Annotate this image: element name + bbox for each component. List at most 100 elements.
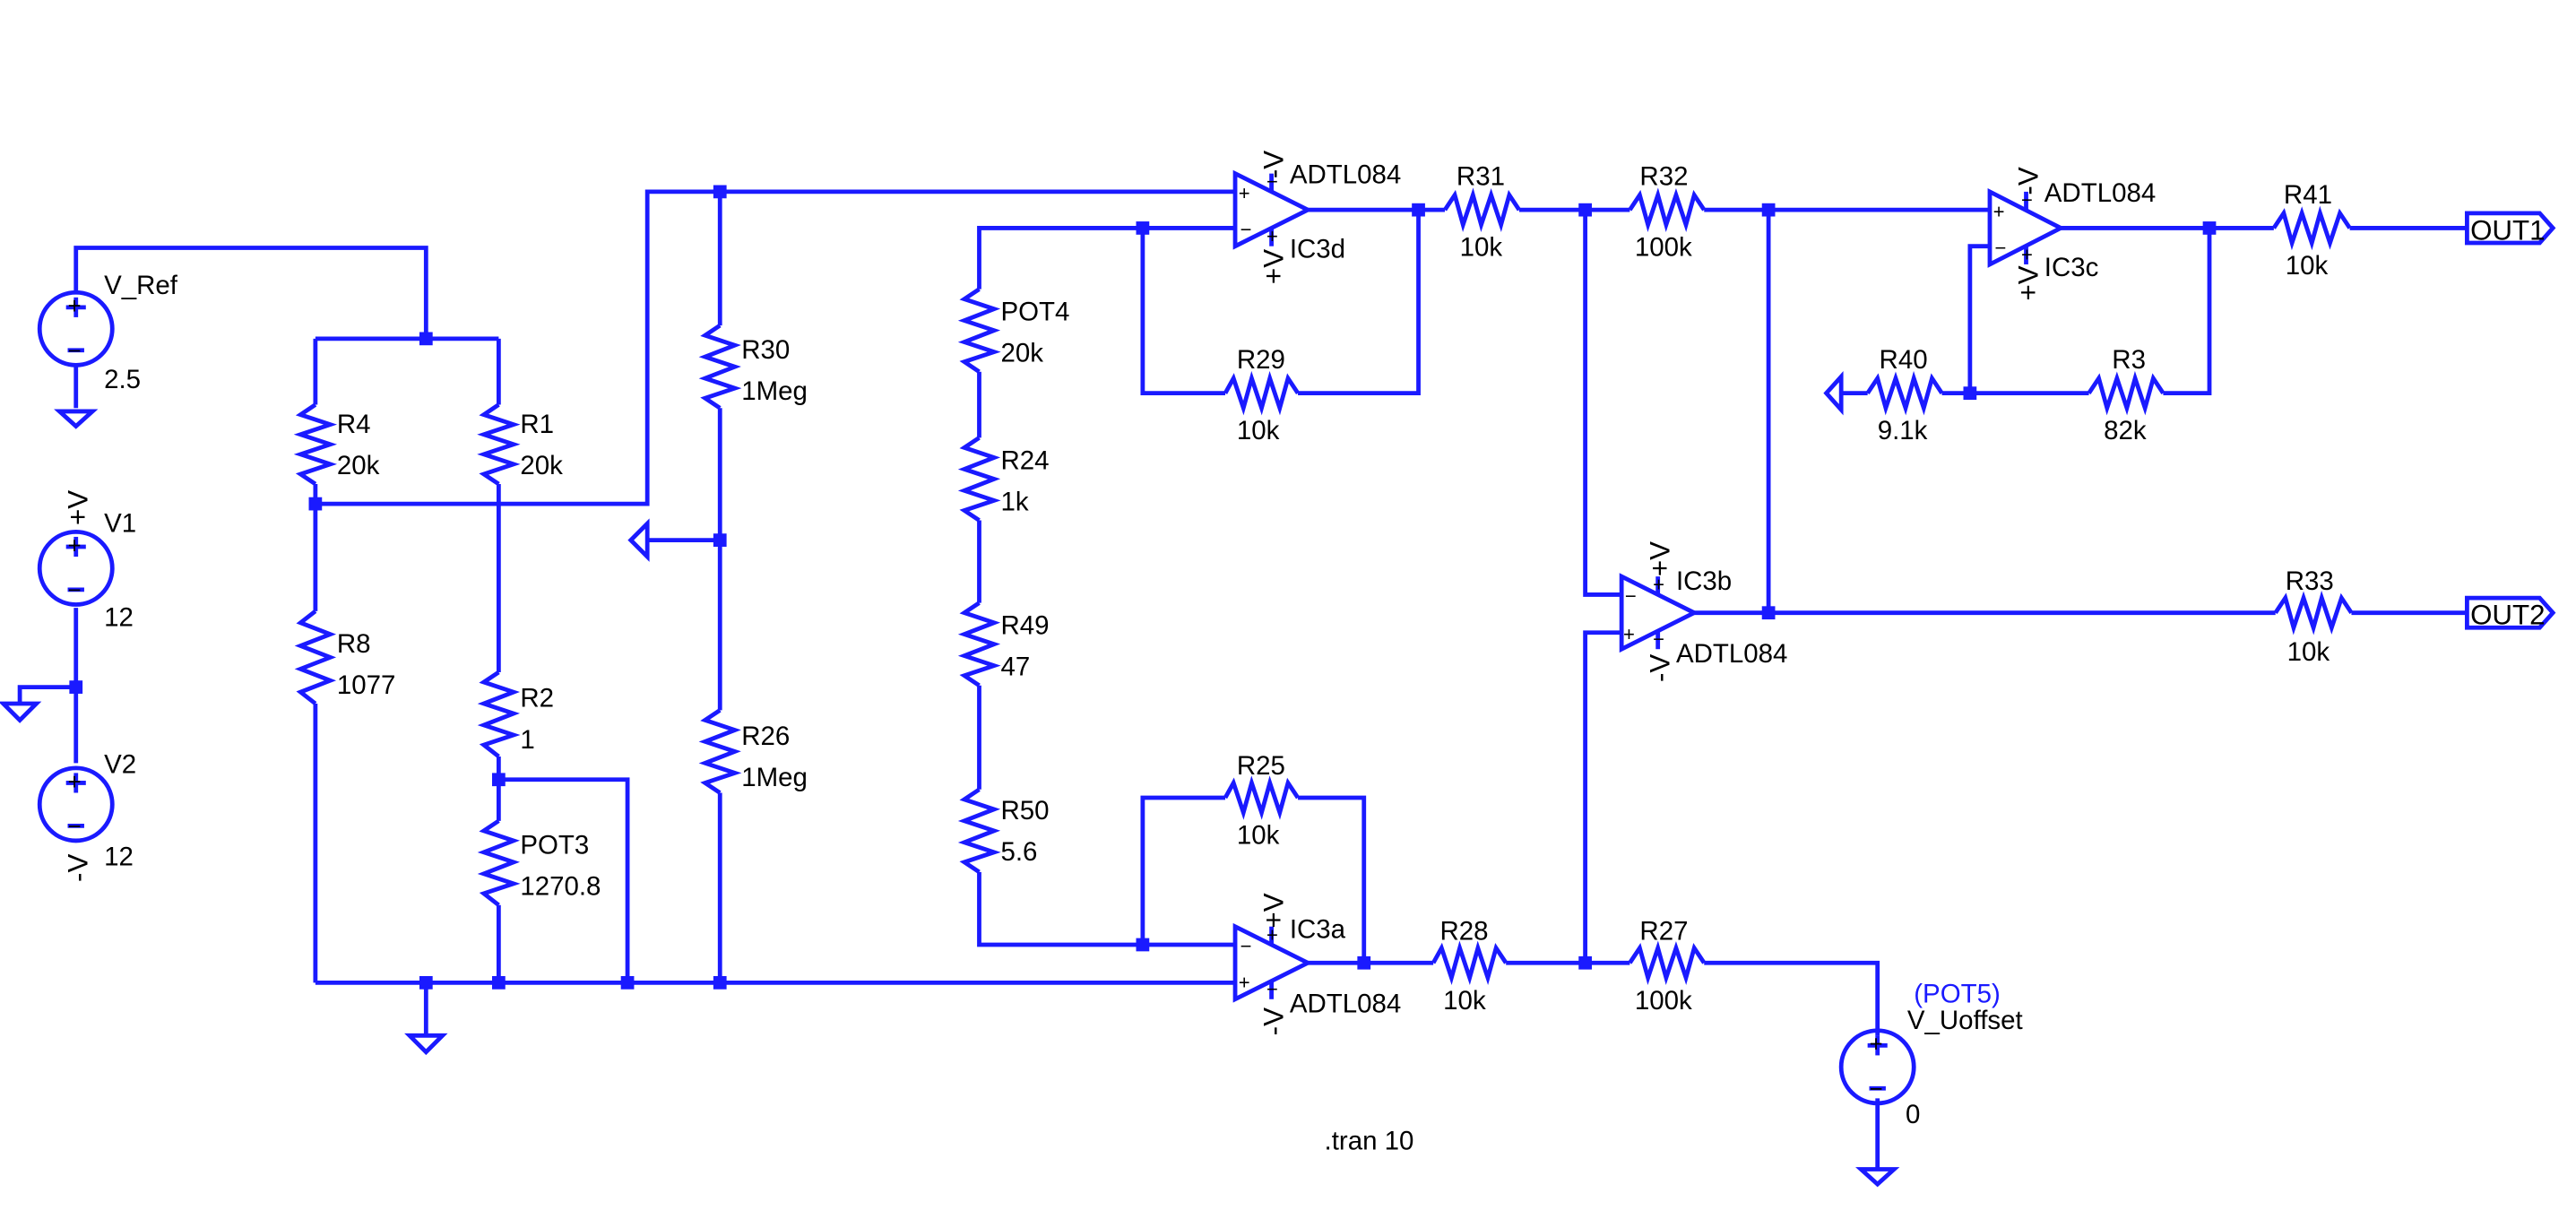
resistor-icon — [2273, 590, 2354, 635]
voltage-source-icon — [37, 765, 115, 843]
resistor-value: 10k — [2286, 251, 2329, 281]
resistor-name: R24 — [1000, 445, 1049, 475]
source-name: V_Uoffset — [1907, 1006, 2023, 1035]
source-value: 2.5 — [104, 365, 141, 394]
svg-text:+: + — [1239, 182, 1250, 204]
supply-label: +V — [63, 490, 94, 525]
svg-text:−: − — [1869, 1076, 1882, 1102]
svg-text:+: + — [1266, 225, 1278, 247]
svg-text:−: − — [1266, 978, 1278, 1000]
svg-text:−: − — [68, 815, 82, 840]
resistor-name: R4 — [337, 410, 371, 439]
source-v1 — [37, 530, 115, 607]
resistor-name: R41 — [2284, 180, 2332, 210]
supply-label: +V — [1258, 249, 1289, 284]
pin-markings: + − + − + − + − + − − + − + + − − + + − … — [63, 151, 2044, 1102]
resistor-icon — [477, 402, 521, 486]
svg-text:−: − — [1240, 935, 1252, 957]
svg-text:+: + — [1266, 923, 1278, 946]
supply-label: +V — [2012, 265, 2044, 300]
resistor-value: 10k — [1443, 986, 1486, 1016]
supply-label: -V — [1645, 654, 1676, 682]
resistor-name: R8 — [337, 629, 371, 659]
resistor-value: 20k — [520, 451, 563, 480]
ground-icon — [404, 1033, 448, 1056]
opamp-name: IC3c — [2044, 253, 2099, 282]
svg-text:−: − — [1625, 585, 1637, 608]
supply-label: -V — [1258, 1007, 1289, 1035]
supply-label: +V — [1258, 893, 1289, 928]
voltage-source-icon — [37, 530, 115, 607]
output-label: OUT1 — [2470, 214, 2545, 246]
svg-text:+: + — [68, 770, 82, 795]
svg-text:+: + — [68, 294, 82, 319]
resistor-icon — [957, 287, 1001, 374]
source-name: V2 — [104, 749, 136, 779]
wires — [17, 189, 2468, 1170]
resistor-value: 1270.8 — [520, 872, 601, 902]
ground-icon — [627, 518, 650, 562]
opamp-symbols — [1232, 169, 2066, 1003]
resistor-name: R25 — [1237, 751, 1285, 781]
ground-icon — [1823, 370, 1844, 416]
resistor-name: R29 — [1237, 345, 1285, 375]
resistor-icon — [957, 601, 1001, 687]
resistor-value: 1 — [520, 725, 534, 755]
voltage-sources — [37, 290, 1916, 1106]
source-v-uoffset — [1838, 1028, 1916, 1106]
resistor-value: 10k — [2287, 637, 2330, 667]
resistor-name: POT3 — [520, 831, 589, 860]
resistor-value: 10k — [1460, 233, 1503, 263]
ground-symbols — [0, 370, 1900, 1188]
output-label: OUT2 — [2470, 600, 2545, 631]
svg-text:+: + — [1869, 1033, 1882, 1058]
resistor-value: 1k — [1000, 487, 1028, 516]
ground-icon — [54, 409, 99, 429]
svg-text:+: + — [1623, 623, 1635, 645]
source-value: 12 — [104, 602, 134, 632]
resistor-icon — [294, 609, 337, 705]
voltage-source-icon — [1838, 1028, 1916, 1106]
output-port-icon — [2465, 211, 2556, 246]
svg-text:−: − — [2021, 188, 2033, 211]
resistor-name: R28 — [1439, 916, 1488, 946]
resistor-icon — [1223, 370, 1301, 416]
resistor-icon — [2087, 370, 2165, 416]
resistor-icon — [477, 670, 521, 758]
resistor-value: 9.1k — [1878, 416, 1928, 445]
svg-text:−: − — [1995, 237, 2007, 259]
svg-text:−: − — [68, 339, 82, 364]
resistor-value: 5.6 — [1000, 837, 1037, 867]
opamp-name: IC3d — [1290, 235, 1345, 264]
resistor-name: R50 — [1000, 796, 1049, 826]
source-name: V_Ref — [104, 271, 178, 300]
opamp-name: IC3b — [1676, 566, 1732, 596]
resistor-icon — [1628, 187, 1707, 232]
opamp-model: ADTL084 — [1676, 639, 1788, 669]
resistor-icon — [1628, 940, 1707, 986]
resistor-name: R26 — [741, 722, 790, 751]
resistor-name: R1 — [520, 410, 554, 439]
opamp-name: IC3a — [1290, 915, 1346, 945]
resistor-value: 20k — [1000, 339, 1043, 368]
resistor-value: 100k — [1635, 986, 1692, 1016]
resistor-value: 1077 — [337, 670, 396, 700]
source-name: V1 — [104, 508, 136, 538]
component-labels: V_Ref 2.5 V1 12 V2 12 (POT5) V_Uoffset 0… — [104, 160, 2545, 1156]
svg-text:−: − — [1240, 219, 1252, 241]
resistor-icon — [698, 708, 742, 795]
svg-text:−: − — [1653, 628, 1664, 651]
resistor-value: 10k — [1237, 416, 1280, 445]
resistor-name: R31 — [1457, 162, 1505, 192]
resistor-value: 82k — [2104, 416, 2147, 445]
supply-label: -V — [1258, 151, 1289, 178]
source-v-ref — [37, 290, 115, 367]
svg-text:+: + — [1239, 972, 1250, 994]
svg-text:+: + — [1653, 574, 1664, 596]
resistor-name: R30 — [741, 335, 790, 365]
resistor-icon — [698, 324, 742, 411]
source-v2 — [37, 765, 115, 843]
opamp-model: ADTL084 — [1290, 160, 1402, 190]
spice-directive: .tran 10 — [1325, 1126, 1414, 1155]
